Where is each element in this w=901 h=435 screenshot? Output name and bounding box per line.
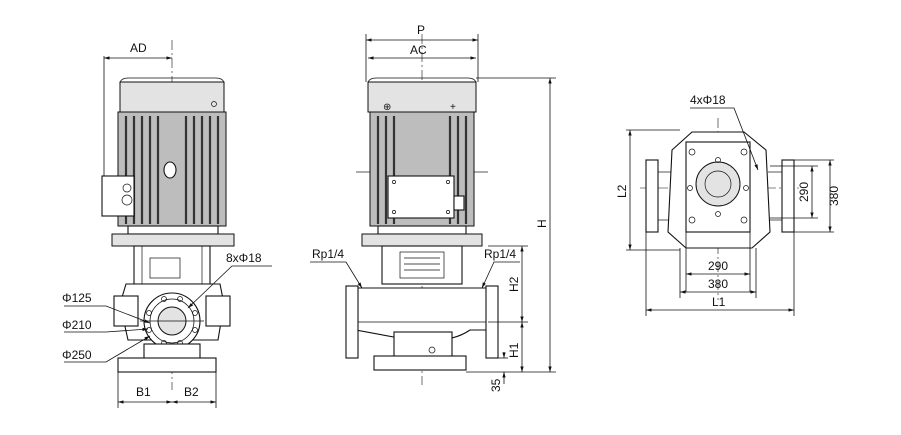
label-rp14-left: Rp1/4 <box>312 247 344 261</box>
label-P: P <box>417 23 425 37</box>
label-phi210: Φ210 <box>62 318 92 332</box>
label-H: H <box>535 219 549 228</box>
label-H2: H2 <box>507 276 521 292</box>
label-AD: AD <box>130 41 147 55</box>
side-view: AD 8xΦ18 Φ125 Φ210 Φ250 B1 B2 <box>62 40 272 408</box>
label-B1: B1 <box>136 385 151 399</box>
label-290-horizontal: 290 <box>708 259 728 273</box>
label-H1: H1 <box>507 342 521 358</box>
label-8xphi18: 8xΦ18 <box>226 251 262 265</box>
label-4xphi18: 4xΦ18 <box>690 93 726 107</box>
motor-fins <box>124 116 220 224</box>
label-phi250: Φ250 <box>62 348 92 362</box>
label-L1: L1 <box>712 295 726 309</box>
label-L2: L2 <box>615 184 629 198</box>
front-view: ⊕ + <box>310 23 556 392</box>
label-380-vertical: 380 <box>827 186 841 206</box>
label-AC: AC <box>410 43 427 57</box>
label-380-horizontal: 380 <box>708 277 728 291</box>
top-view: 4xΦ18 L2 290 380 290 380 L1 <box>615 93 841 316</box>
svg-text:⊕: ⊕ <box>383 102 391 113</box>
label-290-vertical: 290 <box>797 182 811 202</box>
label-35: 35 <box>489 378 503 392</box>
label-rp14-right: Rp1/4 <box>484 247 516 261</box>
label-phi125: Φ125 <box>62 291 92 305</box>
svg-text:+: + <box>450 102 456 113</box>
label-B2: B2 <box>184 385 199 399</box>
